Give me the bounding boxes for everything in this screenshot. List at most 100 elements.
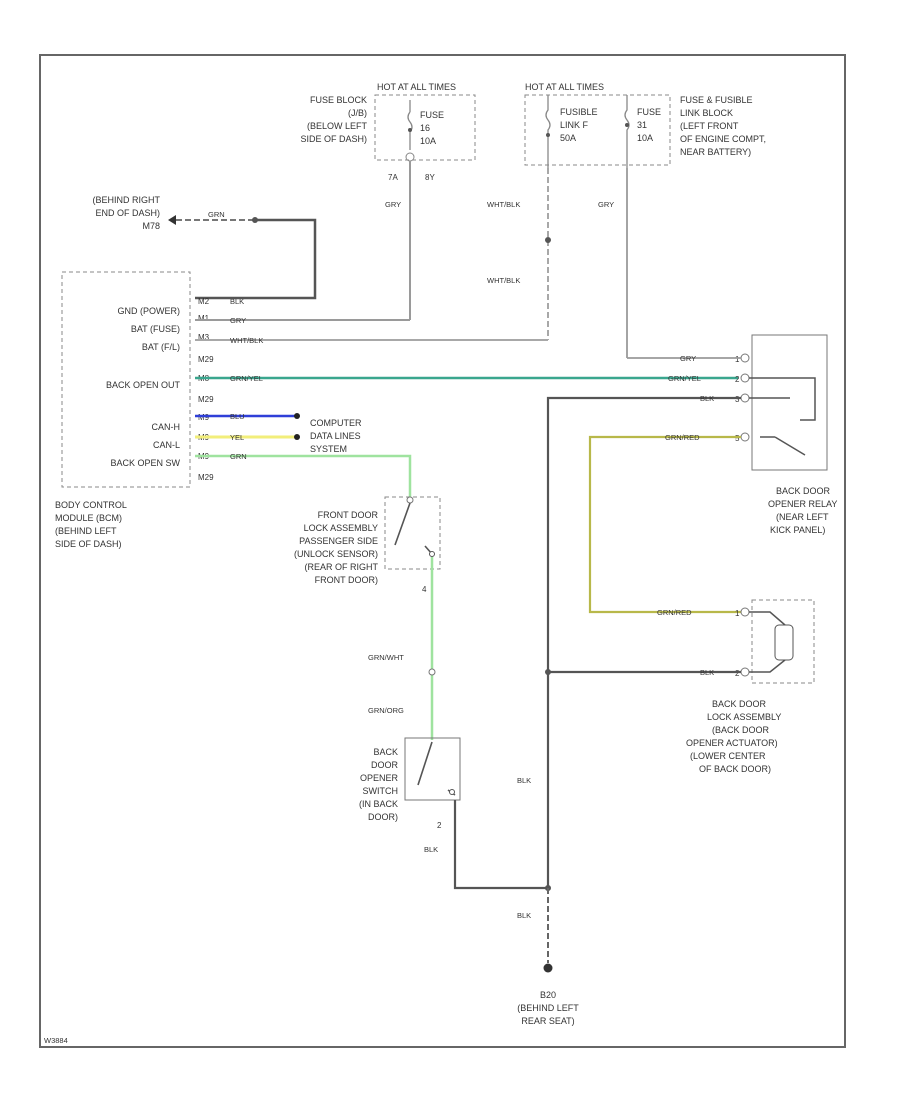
relay-pin-2-circle xyxy=(740,373,750,383)
svg-text:50A: 50A xyxy=(560,133,576,143)
svg-text:COMPUTER: COMPUTER xyxy=(310,418,362,428)
wire-grn-red-relay xyxy=(588,435,741,614)
relay-pin-3-circle xyxy=(740,393,750,403)
svg-text:BACK DOOR: BACK DOOR xyxy=(712,699,767,709)
svg-text:FUSIBLE: FUSIBLE xyxy=(560,107,598,117)
relay-box xyxy=(751,334,828,471)
svg-text:LOCK ASSEMBLY: LOCK ASSEMBLY xyxy=(304,523,378,533)
back-switch-box xyxy=(404,737,461,801)
svg-text:NEAR BATTERY): NEAR BATTERY) xyxy=(680,147,751,157)
wire-label-blk-gnd: BLK xyxy=(230,297,244,306)
svg-text:M78: M78 xyxy=(142,221,160,231)
relay-desc: BACK DOOR OPENER RELAY (NEAR LEFT KICK P… xyxy=(768,486,837,535)
svg-text:SIDE OF DASH): SIDE OF DASH) xyxy=(55,539,122,549)
ground-b20-icon xyxy=(543,963,553,973)
svg-text:PASSENGER SIDE: PASSENGER SIDE xyxy=(299,536,378,546)
actuator-pin-2-circle xyxy=(740,667,750,677)
svg-text:FUSE: FUSE xyxy=(637,107,661,117)
svg-text:LINK BLOCK: LINK BLOCK xyxy=(680,108,733,118)
hot-label-left: HOT AT ALL TIMES xyxy=(377,82,456,92)
wire-label-blk-relay: BLK xyxy=(700,394,714,403)
wire-label-blk-main: BLK xyxy=(517,776,531,785)
relay-pin-2: 2 xyxy=(735,375,740,384)
actuator-box xyxy=(751,599,815,684)
ground-m78-icon xyxy=(168,215,176,225)
svg-text:LINK F: LINK F xyxy=(560,120,589,130)
wire-label-grn-org: GRN/ORG xyxy=(368,706,404,715)
svg-text:BAT (F/L): BAT (F/L) xyxy=(142,342,180,352)
wire-label-wht-blk-bat: WHT/BLK xyxy=(230,336,263,345)
svg-text:CAN-L: CAN-L xyxy=(153,440,180,450)
wire-label-grn-red-2: GRN/RED xyxy=(657,608,692,617)
svg-text:DATA LINES: DATA LINES xyxy=(310,431,361,441)
svg-text:DOOR): DOOR) xyxy=(368,812,398,822)
svg-text:CAN-H: CAN-H xyxy=(152,422,181,432)
svg-text:(BELOW LEFT: (BELOW LEFT xyxy=(307,121,368,131)
svg-text:10A: 10A xyxy=(637,133,653,143)
svg-text:REAR SEAT): REAR SEAT) xyxy=(521,1016,574,1026)
wire-label-blk-b20: BLK xyxy=(517,911,531,920)
svg-text:31: 31 xyxy=(637,120,647,130)
wire-label-grn-wht: GRN/WHT xyxy=(368,653,404,662)
relay-pin-1-circle xyxy=(740,353,750,363)
svg-text:(LEFT FRONT: (LEFT FRONT xyxy=(680,121,739,131)
computer-data-lines-label: COMPUTER DATA LINES SYSTEM xyxy=(310,418,362,454)
fuse-16-symbol xyxy=(407,100,413,150)
bcm-desc: BODY CONTROL MODULE (BCM) (BEHIND LEFT S… xyxy=(55,500,127,549)
svg-text:(NEAR LEFT: (NEAR LEFT xyxy=(776,512,829,522)
can-h-end xyxy=(294,413,300,419)
wire-label-blk-switch: BLK xyxy=(424,845,438,854)
fuse-31: FUSE 31 10A xyxy=(637,107,661,143)
actuator-motor-icon xyxy=(749,611,786,673)
svg-text:FRONT DOOR): FRONT DOOR) xyxy=(315,575,378,585)
splice-wht-blk xyxy=(545,237,551,243)
wire-label-blk-act: BLK xyxy=(700,668,714,677)
svg-text:BACK DOOR: BACK DOOR xyxy=(776,486,831,496)
svg-text:FRONT DOOR: FRONT DOOR xyxy=(318,510,379,520)
svg-text:BACK OPEN SW: BACK OPEN SW xyxy=(110,458,180,468)
wire-label-wht-blk-1: WHT/BLK xyxy=(487,200,520,209)
svg-text:FUSE & FUSIBLE: FUSE & FUSIBLE xyxy=(680,95,753,105)
wire-label-grn: GRN xyxy=(230,452,247,461)
svg-text:M2: M2 xyxy=(198,297,210,306)
diagram-border xyxy=(39,54,846,1048)
wire-label-gry-relay: GRY xyxy=(680,354,696,363)
wire-label-yel: YEL xyxy=(230,433,244,442)
relay-pin-5-circle xyxy=(740,432,750,442)
back-switch-contact xyxy=(449,789,455,795)
front-door-pin-bottom: 4 xyxy=(422,585,427,594)
svg-text:10A: 10A xyxy=(420,136,436,146)
svg-text:M9: M9 xyxy=(198,413,210,422)
svg-text:BACK OPEN OUT: BACK OPEN OUT xyxy=(106,380,181,390)
actuator-pin-1: 1 xyxy=(735,609,740,618)
svg-text:(J/B): (J/B) xyxy=(348,108,367,118)
svg-text:M3: M3 xyxy=(198,333,210,342)
fuse-16-dot xyxy=(408,128,412,132)
front-door-pin-top-circle xyxy=(406,496,414,504)
wire-label-gry-bat: GRY xyxy=(230,316,246,325)
svg-text:(BEHIND LEFT: (BEHIND LEFT xyxy=(517,1003,579,1013)
wire-grn-back-open-sw xyxy=(195,454,412,497)
fusible-link-f: FUSIBLE LINK F 50A xyxy=(560,107,598,143)
svg-text:BACK: BACK xyxy=(373,747,398,757)
can-l-end xyxy=(294,434,300,440)
svg-text:SYSTEM: SYSTEM xyxy=(310,444,347,454)
actuator-pin-2: 2 xyxy=(735,669,740,678)
wire-blk-gnd xyxy=(195,218,317,300)
svg-text:FUSE BLOCK: FUSE BLOCK xyxy=(310,95,367,105)
svg-text:M1: M1 xyxy=(198,314,210,323)
svg-text:END OF DASH): END OF DASH) xyxy=(95,208,160,218)
svg-text:(BACK DOOR: (BACK DOOR xyxy=(712,725,770,735)
svg-text:SIDE OF DASH): SIDE OF DASH) xyxy=(300,134,367,144)
fuse-31-dot xyxy=(625,123,629,127)
svg-text:OPENER RELAY: OPENER RELAY xyxy=(768,499,837,509)
back-switch-icon xyxy=(417,741,456,796)
svg-text:SWITCH: SWITCH xyxy=(363,786,399,796)
svg-text:OPENER ACTUATOR): OPENER ACTUATOR) xyxy=(686,738,778,748)
splice-blk-actuator xyxy=(545,669,551,675)
actuator-pin-1-circle xyxy=(740,607,750,617)
wire-label-blu: BLU xyxy=(230,412,245,421)
svg-text:OF ENGINE COMPT,: OF ENGINE COMPT, xyxy=(680,134,766,144)
svg-text:(IN BACK: (IN BACK xyxy=(359,799,398,809)
svg-text:M29: M29 xyxy=(198,473,214,482)
